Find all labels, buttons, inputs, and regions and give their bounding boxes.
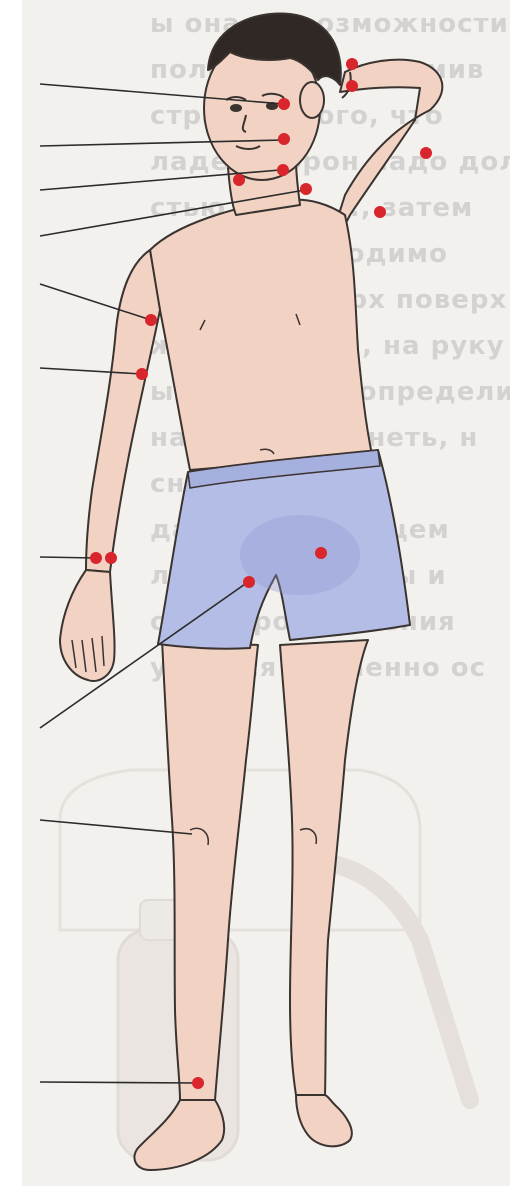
red-dot-icon <box>192 1077 204 1089</box>
red-dot-icon <box>278 98 290 110</box>
red-dot-icon <box>105 552 117 564</box>
eye-left <box>231 105 241 111</box>
background-text-line: ладе- сторон надо дольше <box>150 147 510 177</box>
leader-line-ankle <box>40 1082 198 1083</box>
red-dot-icon <box>374 206 386 218</box>
red-dot-icon <box>278 133 290 145</box>
red-dot-icon <box>233 174 245 186</box>
red-dot-icon <box>90 552 102 564</box>
red-dot-icon <box>346 58 358 70</box>
left-margin <box>0 0 22 1186</box>
red-dot-icon <box>315 547 327 559</box>
red-dot-icon <box>136 368 148 380</box>
red-dot-icon <box>300 183 312 195</box>
red-dot-icon <box>420 147 432 159</box>
red-dot-icon <box>145 314 157 326</box>
leader-line-wrist <box>40 557 96 558</box>
shorts-shading <box>240 515 360 595</box>
torso <box>150 200 372 470</box>
ear <box>300 82 324 118</box>
red-dot-icon <box>243 576 255 588</box>
red-dot-icon <box>277 164 289 176</box>
red-dot-icon <box>346 80 358 92</box>
